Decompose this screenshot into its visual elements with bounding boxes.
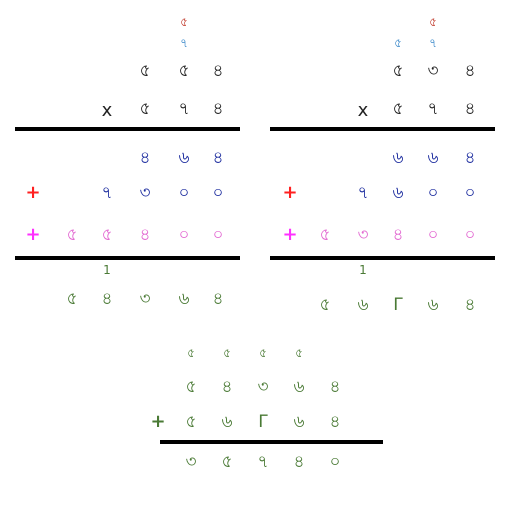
multiplier-digit: ৫: [139, 99, 151, 119]
carry-digit: 1: [103, 263, 111, 277]
multiplicand-digit: ৪: [212, 61, 224, 81]
multiplicand-digit: ৫: [392, 61, 404, 81]
addition-rule: [15, 256, 240, 260]
partial-product-digit: ৩: [139, 183, 151, 203]
multiplicand-digit: ৫: [139, 61, 151, 81]
plus-sign: +: [282, 182, 298, 203]
multiplicand-digit: ৪: [464, 61, 476, 81]
partial-product-digit: ৪: [139, 225, 151, 245]
partial-product-digit: ০: [427, 225, 439, 245]
partial-product-digit: ০: [464, 183, 476, 203]
result-digit: ৪: [464, 295, 476, 315]
addend-digit: ৬: [293, 412, 305, 432]
sum-digit: ০: [329, 452, 341, 472]
carry-digit: ৫: [223, 346, 231, 360]
addend-digit: ৬: [293, 377, 305, 397]
addend-digit: ৪: [329, 377, 341, 397]
carry-digit: ৭: [429, 36, 437, 50]
partial-product-digit: ০: [178, 225, 190, 245]
partial-product-digit: ৬: [178, 148, 190, 168]
partial-product-digit: ৩: [357, 225, 369, 245]
result-digit: ৩: [139, 289, 151, 309]
sum-digit: ৪: [293, 452, 305, 472]
carry-digit: ৫: [259, 346, 267, 360]
result-digit: Γ: [393, 295, 403, 315]
addend-digit: ৬: [221, 412, 233, 432]
partial-product-digit: ৫: [319, 225, 331, 245]
carry-digit: ৫: [394, 36, 402, 50]
result-digit: ৫: [319, 295, 331, 315]
addend-digit: ৫: [185, 377, 197, 397]
left-multiplication: ৫ ৭ ৫ ৫ ৪ x ৫ ৭ ৪ ৪ ৬ ৪ + ৭ ৩ ০ ০ + ৫ ৫ …: [0, 0, 253, 320]
times-sign: x: [101, 100, 113, 121]
partial-product-digit: ৫: [101, 225, 113, 245]
times-sign: x: [357, 100, 369, 121]
right-multiplication: ৫ ৫ ৭ ৫ ৩ ৪ x ৫ ৭ ৪ ৬ ৬ ৪ + ৭ ৬ ০ ০ + ৫ …: [253, 0, 507, 320]
multiplicand-digit: ৩: [427, 61, 439, 81]
carry-digit: ৫: [187, 346, 195, 360]
partial-product-digit: ০: [212, 183, 224, 203]
partial-product-digit: ৪: [212, 148, 224, 168]
sum-digit: ৭: [257, 452, 269, 472]
addend-digit: ৪: [329, 412, 341, 432]
multiplier-digit: ৪: [212, 99, 224, 119]
multiplication-rule: [270, 127, 495, 131]
multiplier-digit: ৭: [427, 99, 439, 119]
final-addition: ৫ ৫ ৫ ৫ ৫ ৪ ৩ ৬ ৪ + ৫ ৬ Γ ৬ ৪ ৩ ৫ ৭ ৪ ০: [0, 330, 507, 500]
addend-digit: ৫: [185, 412, 197, 432]
carry-digit: ৭: [180, 36, 188, 50]
plus-sign: +: [150, 411, 166, 432]
partial-product-digit: ০: [212, 225, 224, 245]
multiplier-digit: ৪: [464, 99, 476, 119]
multiplication-rule: [15, 127, 240, 131]
partial-product-digit: ০: [464, 225, 476, 245]
addend-digit: Γ: [258, 412, 268, 432]
partial-product-digit: ৬: [392, 183, 404, 203]
carry-digit: 1: [359, 263, 367, 277]
plus-sign: +: [25, 182, 41, 203]
sum-digit: ৩: [185, 452, 197, 472]
multiplier-digit: ৭: [178, 99, 190, 119]
result-digit: ৪: [212, 289, 224, 309]
partial-product-digit: ৫: [66, 225, 78, 245]
partial-product-digit: ০: [178, 183, 190, 203]
partial-product-digit: ৭: [357, 183, 369, 203]
plus-sign: +: [25, 224, 41, 245]
partial-product-digit: ৪: [392, 225, 404, 245]
partial-product-digit: ৬: [392, 148, 404, 168]
partial-product-digit: ৪: [464, 148, 476, 168]
multiplicand-digit: ৫: [178, 61, 190, 81]
partial-product-digit: ৭: [101, 183, 113, 203]
result-digit: ৪: [101, 289, 113, 309]
result-digit: ৫: [66, 289, 78, 309]
partial-product-digit: ৪: [139, 148, 151, 168]
result-digit: ৬: [178, 289, 190, 309]
sum-digit: ৫: [221, 452, 233, 472]
result-digit: ৬: [427, 295, 439, 315]
sum-rule: [160, 440, 383, 444]
plus-sign: +: [282, 224, 298, 245]
multiplier-digit: ৫: [392, 99, 404, 119]
result-digit: ৬: [357, 295, 369, 315]
partial-product-digit: ৬: [427, 148, 439, 168]
addend-digit: ৩: [257, 377, 269, 397]
partial-product-digit: ০: [427, 183, 439, 203]
carry-digit: ৫: [180, 15, 188, 29]
addition-rule: [270, 256, 495, 260]
carry-digit: ৫: [429, 15, 437, 29]
carry-digit: ৫: [295, 346, 303, 360]
addend-digit: ৪: [221, 377, 233, 397]
